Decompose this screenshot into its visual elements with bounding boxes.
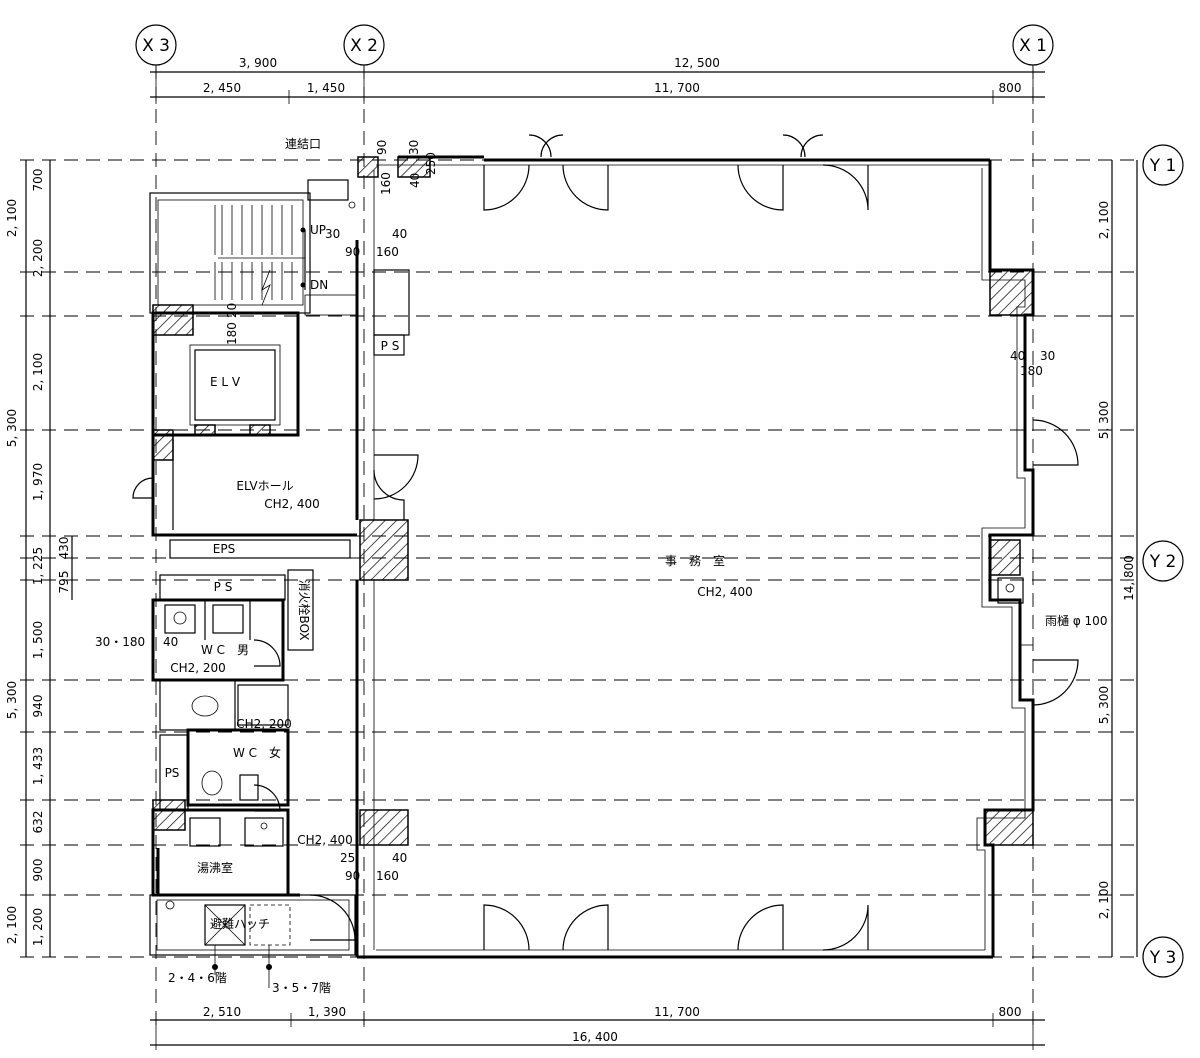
dim-left-1200: 1, 200	[31, 908, 45, 946]
grid-x3: X 3	[142, 36, 170, 56]
dim-left-430: 430	[57, 537, 71, 560]
dim-left-2200: 2, 200	[31, 239, 45, 277]
dim-left-5300-b: 5, 300	[5, 681, 19, 719]
dim-right-2100-b: 2, 100	[1097, 881, 1111, 919]
dim-left-795: 795	[57, 571, 71, 594]
dim-top-11700: 11, 700	[654, 81, 700, 95]
sd-f0: 30・180	[95, 635, 145, 649]
dim-top-800: 800	[999, 81, 1022, 95]
stair-treads	[218, 205, 305, 306]
dim-top-1450: 1, 450	[307, 81, 345, 95]
wc-women-ch-label: CH2, 200	[236, 717, 292, 731]
dims-top: 3, 900 12, 500 2, 450 1, 450 11, 700 800	[150, 56, 1045, 104]
dim-bottom-16400: 16, 400	[572, 1030, 618, 1044]
hydrant-label: 消火栓BOX	[297, 580, 312, 641]
dim-top-12500: 12, 500	[674, 56, 720, 70]
dims-left: 2, 100 5, 300 5, 300 2, 100 700 2, 200 2…	[5, 160, 73, 957]
dim-right-5300-b: 5, 300	[1097, 686, 1111, 724]
sd-c2: 180	[1020, 364, 1043, 378]
dims-bottom: 2, 510 1, 390 11, 700 800 16, 400	[150, 1005, 1045, 1050]
dim-left-1500: 1, 500	[31, 621, 45, 659]
sd-a0: 90	[375, 140, 389, 155]
sd-d0: 25	[340, 851, 355, 865]
floors-even-note: 2・4・6階	[168, 970, 227, 985]
dim-left-1970: 1, 970	[31, 463, 45, 501]
ps2-label: P S	[381, 339, 400, 353]
dim-top-2450: 2, 450	[203, 81, 241, 95]
dn-label: DN	[310, 278, 328, 292]
sd-d2: 90	[345, 869, 360, 883]
kitchen-label: 湯沸室	[197, 860, 233, 875]
dims-right: 2, 100 5, 300 5, 300 2, 100 14, 800	[1097, 160, 1138, 957]
dim-bottom-800: 800	[999, 1005, 1022, 1019]
elv-label: E L V	[210, 375, 241, 389]
dim-bottom-2510: 2, 510	[203, 1005, 241, 1019]
doors	[132, 134, 1079, 951]
office-label: 事 務 室	[665, 553, 725, 568]
core-walls	[149, 156, 1033, 956]
room-labels: 事 務 室 CH2, 400 E L V ELVホール CH2, 400 EPS…	[165, 137, 1108, 931]
dim-right-14800: 14, 800	[1122, 555, 1136, 601]
office-ch-label: CH2, 400	[697, 585, 753, 599]
dim-left-2100-c: 2, 100	[31, 353, 45, 391]
sd-b0: 30	[325, 227, 340, 241]
kitchen-ch-label: CH2, 400	[297, 833, 353, 847]
connect-label: 連結口	[285, 137, 321, 151]
grid-y1: Y 1	[1149, 156, 1177, 176]
grid-lines	[20, 65, 1140, 1030]
sd-a2: 250	[424, 152, 438, 175]
elv-hall-ch-label: CH2, 400	[264, 497, 320, 511]
sd-e1: 20	[225, 303, 239, 318]
floor-notes: 2・4・6階 3・5・7階	[168, 945, 331, 995]
hatch-label: 避難ハッチ	[210, 916, 270, 931]
wc-men-label: W C 男	[201, 643, 249, 657]
grid-y2: Y 2	[1149, 552, 1177, 572]
dim-left-1225: 1, 225	[31, 547, 45, 585]
dim-left-940: 940	[31, 695, 45, 718]
sd-b3: 160	[376, 245, 399, 259]
dim-bottom-11700: 11, 700	[654, 1005, 700, 1019]
grid-bubbles: X 3 X 2 X 1 Y 1 Y 2 Y 3	[135, 24, 1184, 978]
dim-left-1433: 1, 433	[31, 747, 45, 785]
sd-a4: 40	[408, 173, 422, 188]
grid-x1: X 1	[1019, 36, 1047, 56]
sd-d1: 40	[392, 851, 407, 865]
sd-a1: 30	[407, 140, 421, 155]
dim-left-5300-a: 5, 300	[5, 409, 19, 447]
dim-left-2100-a: 2, 100	[5, 199, 19, 237]
elv-hall-label: ELVホール	[236, 479, 293, 493]
sd-a3: 160	[379, 172, 393, 195]
dim-right-5300-a: 5, 300	[1097, 401, 1111, 439]
sd-b2: 90	[345, 245, 360, 259]
dim-left-900: 900	[31, 859, 45, 882]
ps-label: P S	[214, 580, 233, 594]
wc-women-label: W C 女	[233, 745, 281, 760]
columns	[152, 156, 1034, 846]
dim-left-2100-b: 2, 100	[5, 906, 19, 944]
grid-x2: X 2	[350, 36, 378, 56]
sd-e0: 180	[225, 322, 239, 345]
eps-label: EPS	[213, 542, 235, 556]
sd-c0: 40	[1010, 349, 1025, 363]
drain-label: 雨樋 φ 100	[1045, 613, 1107, 628]
dim-bottom-1390: 1, 390	[308, 1005, 346, 1019]
sd-f1: 40	[163, 635, 178, 649]
dim-top-3900: 3, 900	[239, 56, 277, 70]
up-label: UP	[310, 223, 326, 237]
dim-left-632: 632	[31, 811, 45, 834]
small-dims: 90 30 250 160 40 30 40 90 160 40 30 180 …	[95, 140, 1055, 883]
dim-left-700: 700	[31, 169, 45, 192]
sd-d3: 160	[376, 869, 399, 883]
sd-c1: 30	[1040, 349, 1055, 363]
sd-b1: 40	[392, 227, 407, 241]
floors-odd-note: 3・5・7階	[272, 980, 331, 995]
ps3-label: PS	[165, 766, 180, 780]
dim-right-2100-a: 2, 100	[1097, 201, 1111, 239]
grid-y3: Y 3	[1149, 948, 1177, 968]
wc-men-ch-label: CH2, 200	[170, 661, 226, 675]
